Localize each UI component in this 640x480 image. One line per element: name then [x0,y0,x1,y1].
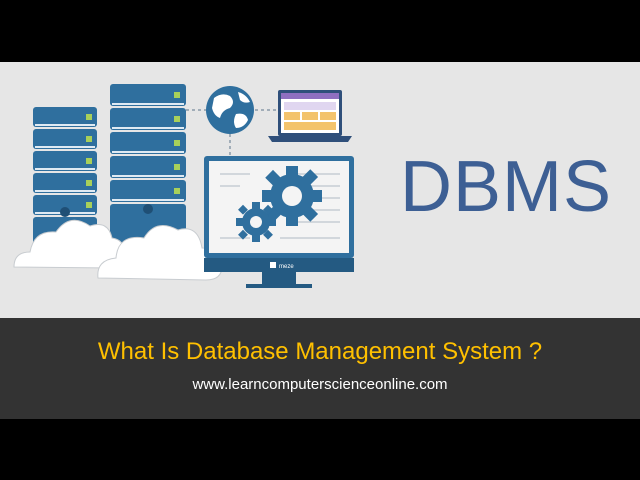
website-url: www.learncomputerscienceonline.com [192,376,448,393]
page-title: What Is Database Management System ? [97,338,543,365]
gear-icon [236,202,276,242]
laptop-icon [268,90,352,142]
connection-lines [186,109,278,158]
dbms-heading: DBMS [400,147,613,227]
gear-icon [262,166,322,226]
globe-icon [206,86,254,134]
caption-bar [0,318,640,419]
server-icon [110,84,186,244]
dbms-illustration: meze [13,84,354,288]
monitor-brand-label: meze [279,264,294,270]
